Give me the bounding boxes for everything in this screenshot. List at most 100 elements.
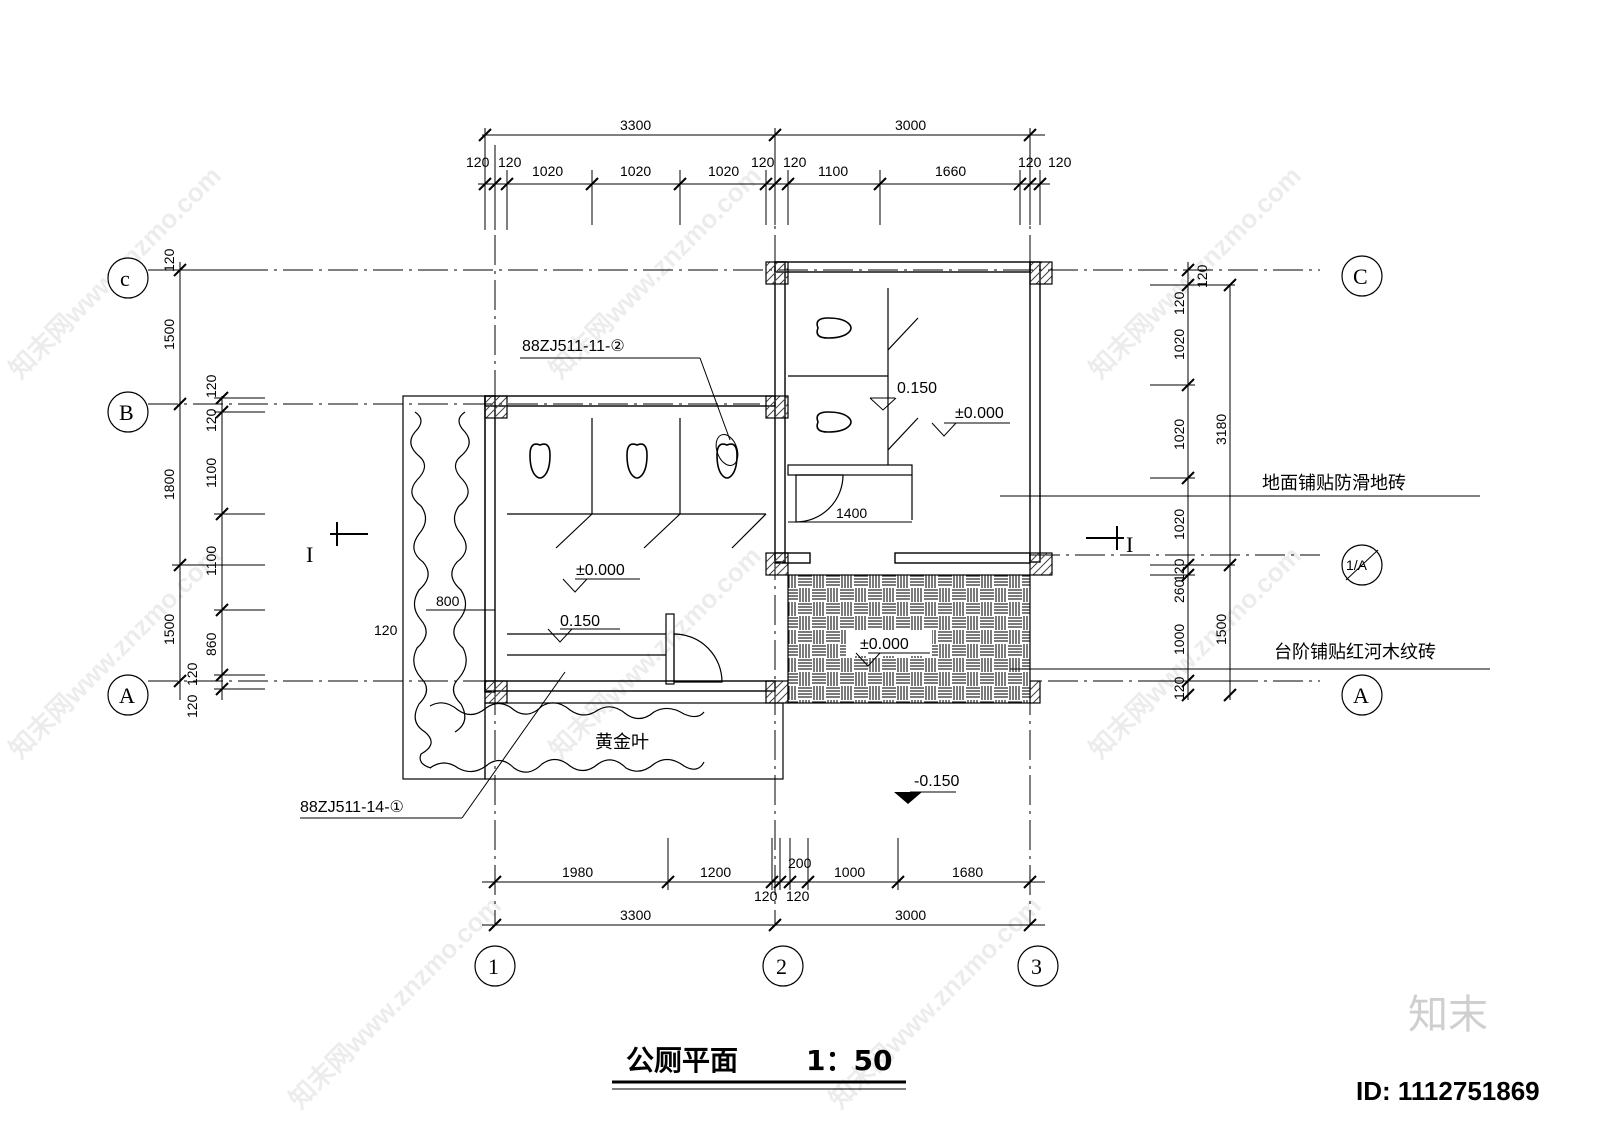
top-dim-d6: 120 bbox=[783, 154, 807, 170]
section-markers bbox=[330, 522, 1124, 550]
toilet-icon bbox=[529, 443, 551, 479]
dim-1400: 1400 bbox=[836, 505, 867, 521]
elev-left-room: ±0.000 bbox=[576, 562, 625, 579]
drawing-scale: 1：50 bbox=[806, 1044, 892, 1077]
ref-top: 88ZJ511-11-② bbox=[522, 338, 625, 355]
planter bbox=[402, 395, 784, 780]
top-dim-3000: 3000 bbox=[895, 117, 926, 133]
axis-left-a: A bbox=[119, 683, 135, 708]
axis-bottom-2: 2 bbox=[776, 954, 787, 979]
left-dim-i3: 1100 bbox=[203, 546, 219, 576]
step-label-bg bbox=[846, 630, 932, 656]
bottom-dim-ticks bbox=[488, 875, 1037, 932]
step-note: 台阶铺贴红河木纹砖 bbox=[1274, 642, 1436, 663]
right-dim-i0: 120 bbox=[1194, 264, 1210, 288]
left-dim-ticks bbox=[173, 263, 229, 696]
axis-left-c: c bbox=[120, 266, 130, 291]
bottom-dim-1200: 1200 bbox=[700, 864, 731, 880]
dim-120-planter: 120 bbox=[374, 622, 398, 638]
left-dim-1500a: 1500 bbox=[161, 319, 177, 350]
ground-elevation-marker bbox=[894, 792, 922, 804]
leader-lines bbox=[300, 357, 1490, 819]
right-dim-1500: 1500 bbox=[1213, 614, 1229, 645]
elev-step: ±0.000 bbox=[860, 636, 909, 653]
right-dim-i3: 1020 bbox=[1171, 419, 1187, 450]
elev-right-room: ±0.000 bbox=[955, 405, 1004, 422]
right-room-fittings bbox=[787, 288, 919, 523]
bottom-dim-1000: 1000 bbox=[834, 864, 865, 880]
ref-bottom: 88ZJ511-14-① bbox=[300, 799, 404, 816]
right-dim-i7: 1000 bbox=[1171, 624, 1187, 655]
top-dim-d1: 120 bbox=[498, 154, 522, 170]
top-dim-d0: 120 bbox=[466, 154, 490, 170]
right-dim-i5: 120 bbox=[1171, 558, 1187, 582]
top-dim-d3: 1020 bbox=[620, 163, 651, 179]
left-room-fittings bbox=[507, 613, 723, 685]
drawing-title: 公厕平面 bbox=[626, 1044, 738, 1077]
bottom-dim-1980: 1980 bbox=[562, 864, 593, 880]
bottom-dim-1680: 1680 bbox=[952, 864, 983, 880]
left-dim-1800: 1800 bbox=[161, 469, 177, 500]
bottom-dim-wall-a: 120 bbox=[754, 888, 778, 904]
bottom-dim-3300: 3300 bbox=[620, 907, 651, 923]
top-dim-d7: 1100 bbox=[818, 163, 848, 179]
floor-note: 地面铺贴防滑地砖 bbox=[1262, 473, 1406, 494]
dim-800: 800 bbox=[436, 593, 460, 609]
axis-right-c: C bbox=[1353, 264, 1368, 289]
left-dim-i0: 120 bbox=[203, 374, 219, 398]
section-mark-left: I bbox=[306, 542, 313, 567]
top-dim-d9: 120 bbox=[1018, 154, 1042, 170]
top-dim-d2: 1020 bbox=[532, 163, 563, 179]
top-dim-lines bbox=[478, 128, 1050, 230]
watermark-4: 知末网www.znzmo.com bbox=[3, 540, 227, 764]
toilet-icon bbox=[716, 443, 738, 479]
right-dim-lines bbox=[1150, 262, 1235, 700]
bottom-dim-lines bbox=[482, 838, 1045, 926]
right-dim-i4: 1020 bbox=[1171, 509, 1187, 540]
top-dim-d8: 1660 bbox=[935, 163, 966, 179]
interior-dim-lines bbox=[426, 521, 912, 611]
elev-lower-room: 0.150 bbox=[560, 613, 600, 630]
axis-bottom-3: 3 bbox=[1031, 954, 1042, 979]
top-dim-d10: 120 bbox=[1048, 154, 1072, 170]
left-dim-lines bbox=[172, 262, 265, 700]
top-dim-d4: 1020 bbox=[708, 163, 739, 179]
axis-bottom-1: 1 bbox=[488, 954, 499, 979]
axis-bubbles bbox=[107, 255, 1383, 987]
toilet-icon bbox=[816, 317, 852, 339]
axis-left-b: B bbox=[119, 400, 134, 425]
toilet-icon bbox=[626, 443, 648, 479]
left-dim-i4: 860 bbox=[203, 632, 219, 656]
right-dim-i1: 120 bbox=[1171, 291, 1187, 315]
left-dim-top-120: 120 bbox=[161, 248, 177, 272]
columns bbox=[484, 261, 1053, 704]
bottom-dim-200: 200 bbox=[788, 855, 812, 871]
right-dim-i6: 260 bbox=[1171, 579, 1187, 603]
left-dim-i2: 1100 bbox=[203, 458, 219, 488]
left-dim-i5: 120 bbox=[184, 662, 200, 686]
axis-right-a: A bbox=[1353, 683, 1369, 708]
toilet-icon bbox=[816, 411, 852, 433]
right-dim-i8: 120 bbox=[1171, 676, 1187, 700]
top-dim-3300: 3300 bbox=[620, 117, 651, 133]
watermark-7: 知末网www.znzmo.com bbox=[283, 890, 507, 1114]
right-dim-3180: 3180 bbox=[1213, 414, 1229, 445]
axis-sub-1a: 1/A bbox=[1346, 557, 1368, 573]
left-dim-1500b: 1500 bbox=[161, 614, 177, 645]
top-dim-d5: 120 bbox=[751, 154, 775, 170]
bottom-dim-wall-b: 120 bbox=[786, 888, 810, 904]
left-stalls bbox=[507, 418, 767, 549]
watermark-layer: 知末网www.znzmo.com 知末网www.znzmo.com 知末网www… bbox=[3, 160, 1307, 1114]
brand-logo: 知末 bbox=[1408, 992, 1488, 1038]
right-dim-i2: 1020 bbox=[1171, 329, 1187, 360]
elevation-marks bbox=[547, 397, 1010, 793]
left-dim-i1: 120 bbox=[203, 408, 219, 432]
bottom-dim-3000: 3000 bbox=[895, 907, 926, 923]
top-dim-ticks bbox=[478, 128, 1047, 191]
elev-ground: -0.150 bbox=[914, 773, 959, 790]
elev-urinal: 0.150 bbox=[897, 380, 937, 397]
image-id: ID: 1112751869 bbox=[1356, 1076, 1540, 1106]
sub-axis-slash bbox=[1345, 549, 1379, 581]
right-dim-ticks bbox=[1181, 263, 1237, 702]
